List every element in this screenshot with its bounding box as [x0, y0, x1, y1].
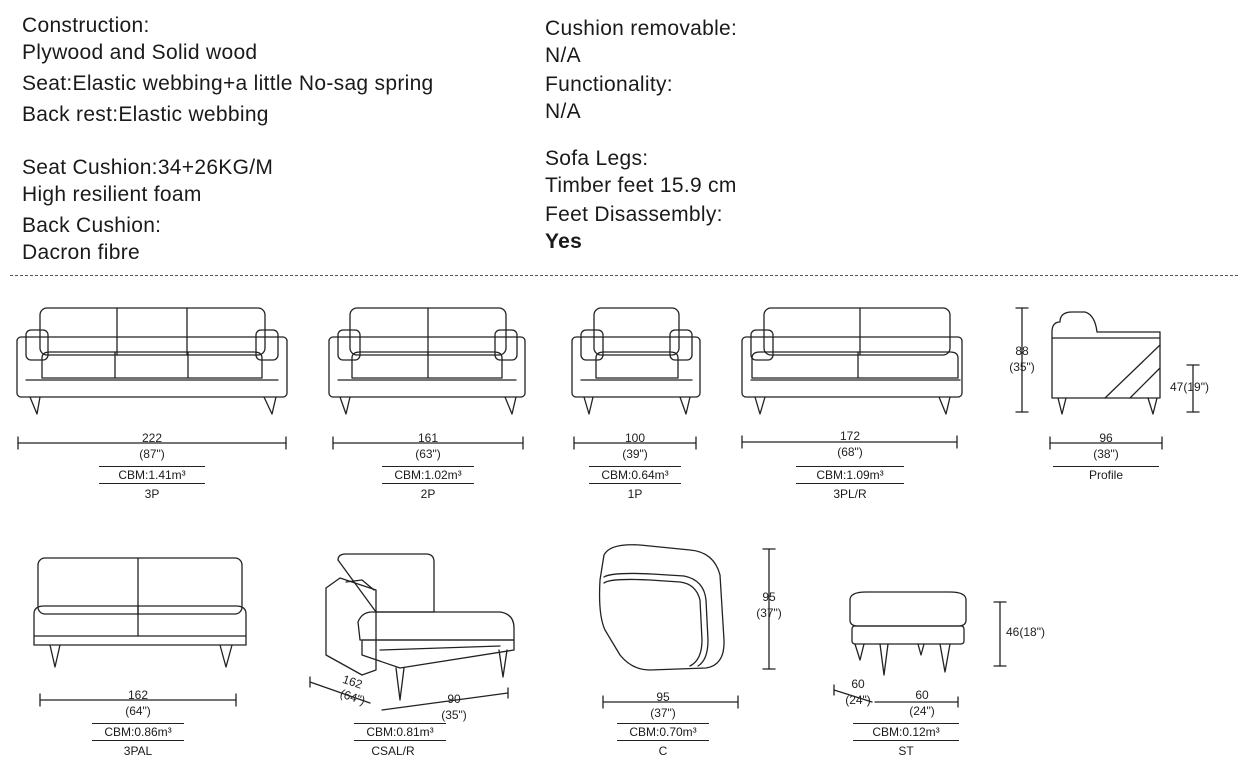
sofa-3pal-drawing [33, 557, 247, 668]
3plr-width: 172 [839, 429, 861, 443]
3plr-width-in: (68") [837, 445, 863, 459]
3pal-model-code: 3PAL [123, 744, 153, 758]
3p-cbm: CBM:1.41m³ [99, 466, 205, 484]
profile-height: 88 [1015, 344, 1029, 358]
c-width: 95 [656, 690, 670, 704]
spec-cushion-removable-label: Cushion removable: [545, 17, 738, 40]
spec-left-column: Construction: Plywood and Solid wood Sea… [22, 12, 434, 266]
st-width: 60 [851, 677, 865, 691]
st-depth-in: (24") [909, 704, 935, 718]
1p-width-in: (39") [622, 447, 648, 461]
sofa-csalr-drawing [309, 553, 515, 711]
spec-seat: Seat:Elastic webbing+a little No-sag spr… [22, 72, 434, 95]
sofa-3plr-drawing [741, 307, 963, 415]
spec-legs-value: Timber feet 15.9 cm [545, 174, 737, 197]
profile-seat-height: 47(19") [1170, 380, 1209, 394]
csalr-model-code: CSAL/R [371, 744, 415, 758]
st-model-code: ST [898, 744, 914, 758]
chair-1p-drawing [571, 307, 701, 415]
spec-right-column: Cushion removable: N/A Functionality: N/… [545, 15, 737, 255]
3pal-cbm: CBM:0.86m³ [92, 723, 184, 741]
spec-back-cushion-value: Dacron fibre [22, 241, 140, 264]
3p-width-in: (87") [139, 447, 165, 461]
spec-feet-disassembly-value: Yes [545, 230, 583, 253]
spec-seat-cushion: Seat Cushion:34+26KG/M [22, 156, 274, 179]
dashed-divider [10, 275, 1238, 276]
sofa-profile-drawing [1015, 307, 1200, 415]
profile-width-in: (38") [1093, 447, 1119, 461]
c-model-code: C [658, 744, 668, 758]
1p-model-code: 1P [627, 487, 643, 501]
3p-model-code: 3P [144, 487, 160, 501]
spec-functionality-value: N/A [545, 100, 581, 123]
2p-cbm: CBM:1.02m³ [382, 466, 474, 484]
c-height-in: (37") [756, 606, 782, 620]
st-height: 46(18") [1006, 625, 1045, 639]
3plr-cbm: CBM:1.09m³ [796, 466, 904, 484]
c-cbm: CBM:0.70m³ [617, 723, 709, 741]
spec-construction-value: Plywood and Solid wood [22, 41, 258, 64]
1p-cbm: CBM:0.64m³ [589, 466, 681, 484]
st-width-in: (24") [845, 693, 871, 707]
spec-functionality-label: Functionality: [545, 73, 673, 96]
spec-cushion-removable-value: N/A [545, 44, 581, 67]
sofa-3p-drawing [16, 307, 288, 415]
spec-legs-label: Sofa Legs: [545, 147, 649, 170]
profile-height-in: (35") [1009, 360, 1035, 374]
csalr-cbm: CBM:0.81m³ [354, 723, 446, 741]
2p-width-in: (63") [415, 447, 441, 461]
2p-model-code: 2P [420, 487, 436, 501]
3p-width: 222 [141, 431, 163, 445]
sofa-2p-drawing [328, 307, 526, 415]
st-cbm: CBM:0.12m³ [853, 723, 959, 741]
spec-feet-disassembly-label: Feet Disassembly: [545, 203, 723, 226]
csalr-depth: 90 [447, 692, 461, 706]
corner-c-drawing [598, 544, 776, 671]
2p-width: 161 [417, 431, 439, 445]
st-depth: 60 [915, 688, 929, 702]
spec-back-cushion-label: Back Cushion: [22, 214, 162, 237]
3plr-model-code: 3PL/R [833, 487, 867, 501]
c-height: 95 [762, 590, 776, 604]
width-dimension-lines [17, 435, 1163, 709]
spec-construction-label: Construction: [22, 14, 150, 37]
profile-model-code: Profile [1053, 466, 1159, 483]
3pal-width: 162 [127, 688, 149, 702]
ottoman-st-drawing [833, 591, 1007, 708]
profile-width: 96 [1099, 431, 1113, 445]
1p-width: 100 [624, 431, 646, 445]
csalr-depth-in: (35") [441, 708, 467, 722]
spec-back-rest: Back rest:Elastic webbing [22, 103, 269, 126]
3pal-width-in: (64") [125, 704, 151, 718]
spec-seat-foam: High resilient foam [22, 183, 202, 206]
c-width-in: (37") [650, 706, 676, 720]
